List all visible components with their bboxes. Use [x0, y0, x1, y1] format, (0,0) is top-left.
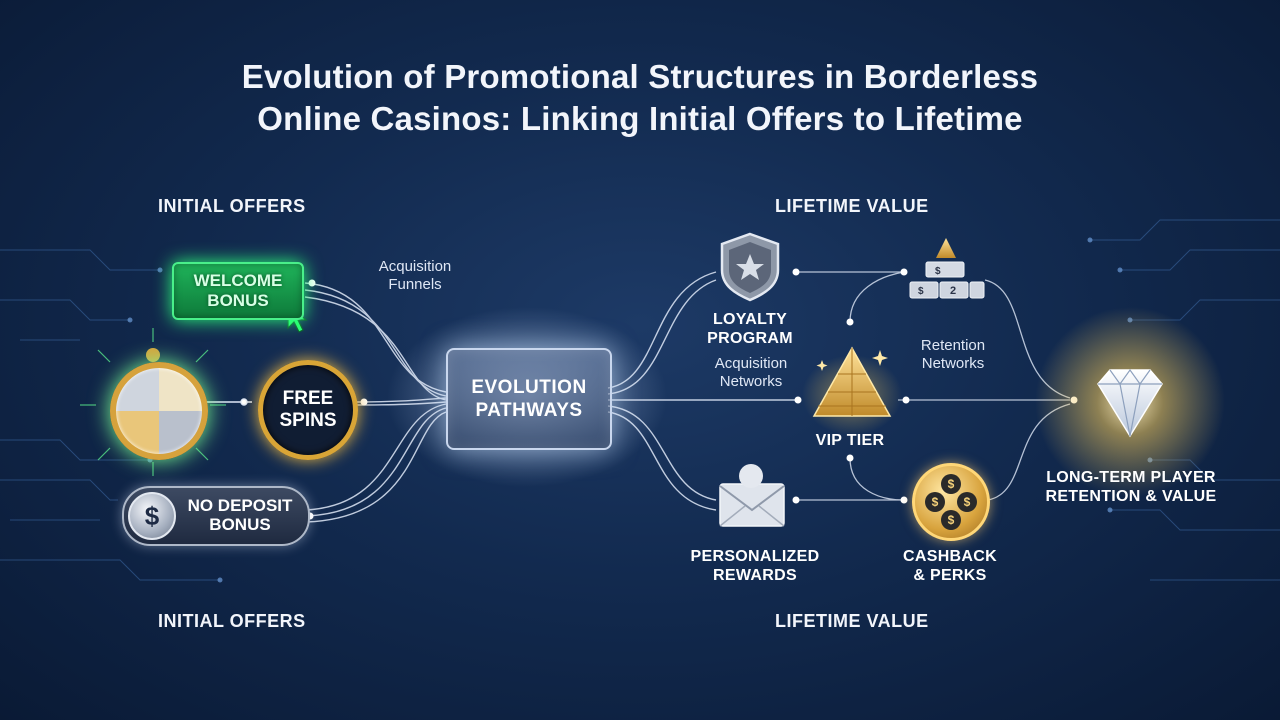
no-deposit-bonus-badge: $ NO DEPOSIT BONUS [122, 486, 310, 546]
welcome-bonus-badge: WELCOME BONUS [172, 262, 304, 320]
loyalty-program-label: LOYALTY PROGRAM [690, 310, 810, 348]
ingot-mark-1: $ [935, 266, 941, 277]
acquisition-networks-line-1: Acquisition [714, 355, 788, 372]
gold-ingot-pyramid-icon: $ 2 $ [909, 238, 985, 299]
outcome-line-2: RETENTION & VALUE [1045, 488, 1217, 505]
acquisition-networks-line-2: Networks [719, 373, 783, 390]
mini-coin-bottom: $ [941, 510, 961, 530]
acquisition-funnels-line-1: Acquisition [378, 258, 452, 275]
acquisition-funnels-line-2: Funnels [388, 276, 442, 293]
lifetime-value-heading-bottom: LIFETIME VALUE [775, 611, 929, 631]
wheel-rays [80, 328, 226, 476]
cashback-line-2: & PERKS [913, 567, 987, 584]
no-deposit-line-1: NO DEPOSIT [187, 496, 293, 515]
outcome-line-1: LONG-TERM PLAYER [1046, 469, 1216, 486]
free-spins-line-1: FREE [282, 388, 334, 409]
dollar-coin-icon: $ [128, 492, 176, 540]
prize-wheel-icon [110, 362, 208, 460]
shield-icon [720, 232, 780, 302]
retention-networks-line-1: Retention [920, 337, 986, 354]
no-deposit-line-2: BONUS [209, 515, 271, 534]
initial-offers-heading-top: INITIAL OFFERS [158, 196, 306, 216]
free-spins-badge: FREE SPINS [258, 360, 358, 460]
page-title: Evolution of Promotional Structures in B… [140, 56, 1140, 140]
personalized-rewards-label: PERSONALIZED REWARDS [680, 547, 830, 585]
welcome-bonus-line-2: BONUS [207, 291, 269, 310]
acquisition-funnels-label: Acquisition Funnels [360, 258, 470, 294]
evolution-pathways-hub: EVOLUTION PATHWAYS [446, 348, 612, 450]
wheel-connector [200, 398, 252, 406]
diamond-icon [1035, 307, 1225, 497]
loyalty-line-1: LOYALTY [712, 311, 788, 328]
initial-offers-heading-bottom: INITIAL OFFERS [158, 611, 306, 631]
personalized-line-1: PERSONALIZED [690, 548, 820, 565]
title-line-1: Evolution of Promotional Structures in B… [241, 58, 1039, 95]
ingot-mark-3: $ [918, 286, 924, 297]
retention-networks-label: Retention Networks [898, 337, 1008, 373]
hub-line-2: PATHWAYS [475, 400, 583, 421]
vip-tier-label: VIP TIER [815, 432, 885, 449]
envelope-icon [719, 483, 785, 527]
vip-pyramid-icon [802, 346, 902, 435]
circuit-lines-left [0, 249, 220, 581]
user-avatar-icon [739, 464, 763, 488]
acquisition-networks-label: Acquisition Networks [696, 355, 806, 391]
loyalty-line-2: PROGRAM [707, 330, 793, 347]
cashback-line-1: CASHBACK [903, 548, 997, 565]
ingot-mark-2: 2 [950, 285, 956, 297]
wheel-knob [146, 348, 160, 362]
retention-networks-line-2: Networks [921, 355, 985, 372]
evolution-output-lines [607, 271, 800, 511]
mini-coin-right: $ [957, 492, 977, 512]
acquisition-funnel-lines [304, 282, 447, 523]
hub-line-1: EVOLUTION [471, 377, 587, 398]
mini-coin-left: $ [925, 492, 945, 512]
cashback-perks-label: CASHBACK & PERKS [890, 547, 1010, 585]
cashback-coin-icon: $ $ $ $ [912, 463, 990, 541]
free-spins-line-2: SPINS [279, 410, 337, 431]
welcome-bonus-line-1: WELCOME [193, 271, 283, 290]
personalized-line-2: REWARDS [713, 567, 797, 584]
title-line-2: Online Casinos: Linking Initial Offers t… [257, 100, 1023, 137]
mini-coin-top: $ [941, 474, 961, 494]
lifetime-value-heading-top: LIFETIME VALUE [775, 196, 929, 216]
long-term-retention-label: LONG-TERM PLAYER RETENTION & VALUE [1036, 468, 1226, 506]
